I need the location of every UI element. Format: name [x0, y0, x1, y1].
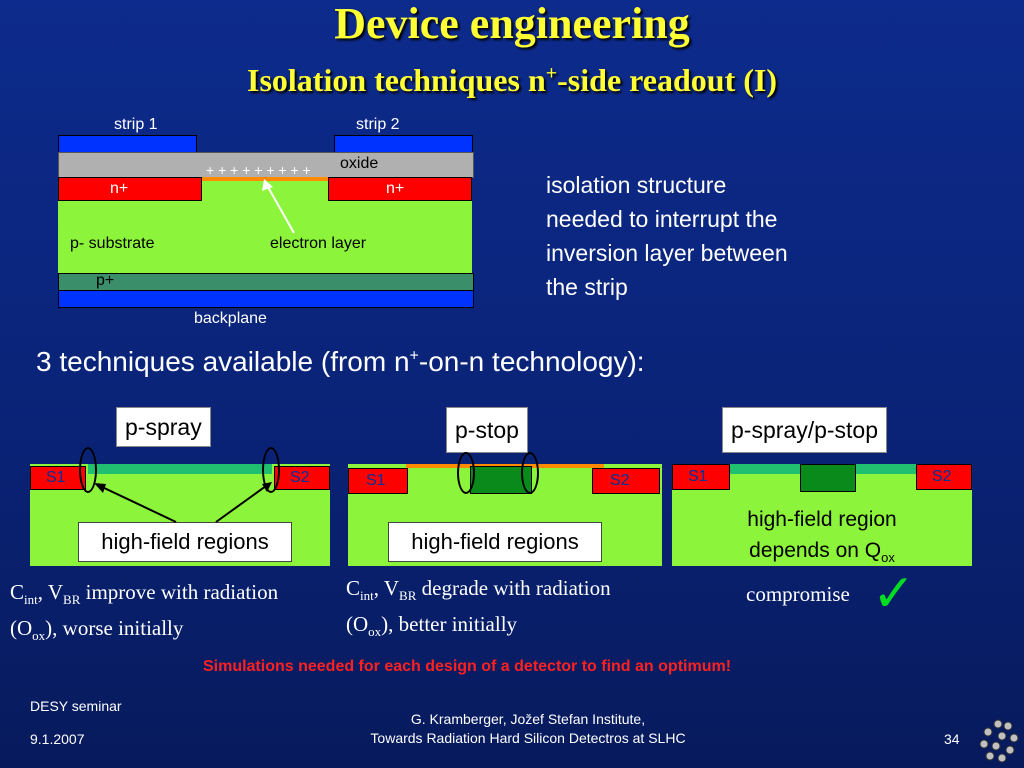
combo-s2-label: S2 [932, 468, 952, 485]
p-stop-high-field-box: high-field regions [388, 522, 602, 562]
isolation-note-line: the strip [546, 274, 628, 300]
n-plus-right-label: n+ [386, 180, 405, 197]
combo-spray-left [730, 464, 800, 474]
p-spray-p-stop-panel: S1 S2 high-field region depends on Qox [672, 464, 972, 566]
oxide-label: oxide [340, 155, 379, 172]
combo-s1 [672, 464, 730, 490]
electron-layer-strip [202, 177, 328, 181]
p-stop-s1-label: S1 [366, 472, 386, 489]
backplane-label: backplane [194, 310, 267, 327]
p-spray-note: Cint, VBR improve with radiation (Oox), … [10, 578, 278, 650]
subtitle-sup: + [545, 62, 558, 85]
p-spray-s1 [30, 466, 86, 490]
n-plus-left [58, 177, 202, 201]
page-number: 34 [944, 731, 960, 747]
techniques-heading: 3 techniques available (from n+-on-n tec… [36, 346, 645, 378]
p-spray-layer [88, 464, 272, 474]
p-spray-note-line1: Cint, VBR improve with radiation [10, 580, 279, 608]
isolation-note-line: isolation structure [546, 172, 727, 198]
checkmark-icon: ✓ [872, 564, 916, 624]
p-spray-note-line2: (Oox), worse initially [10, 616, 184, 644]
isolation-note-line: inversion layer between [546, 240, 788, 266]
subtitle-main: Isolation techniques n [247, 62, 546, 98]
combo-implant [800, 464, 856, 492]
techniques-heading-post: -on-n technology): [418, 346, 645, 377]
techniques-heading-pre: 3 techniques available (from n [36, 346, 410, 377]
p-stop-note: Cint, VBR degrade with radiation (Oox), … [346, 574, 611, 646]
p-stop-note-line1: Cint, VBR degrade with radiation [346, 576, 611, 604]
p-spray-p-stop-label: p-spray/p-stop [722, 407, 888, 453]
p-plus-label: p+ [96, 272, 115, 289]
p-stop-label: p-stop [446, 407, 528, 453]
p-stop-panel: S1 S2 high-field regions [348, 464, 662, 566]
p-spray-label: p-spray [116, 407, 211, 447]
p-stop-region-right [521, 452, 539, 494]
page-subtitle: Isolation techniques n+-side readout (I) [0, 62, 1024, 99]
electron-layer-arrow [262, 179, 295, 234]
footer-talk-line: Towards Radiation Hard Silicon Detectros… [370, 730, 686, 746]
p-stop-s1 [348, 468, 408, 494]
p-stop-s2-label: S2 [610, 472, 630, 489]
plus-signs: + + + + + + + + + [206, 162, 311, 178]
n-plus-left-label: n+ [110, 180, 129, 197]
combo-spray-right [856, 464, 916, 474]
footer-date: 9.1.2007 [30, 731, 85, 747]
oxide-layer [58, 152, 474, 178]
p-substrate-label: p- substrate [70, 235, 155, 252]
p-stop-note-line2: (Oox), better initially [346, 612, 518, 640]
compromise-note: compromise [746, 582, 850, 606]
device-cross-section: strip 1 strip 2 oxide n+ n+ + + + + + + … [56, 115, 476, 335]
combo-s1-label: S1 [688, 468, 708, 485]
isolation-note: isolation structure needed to interrupt … [546, 168, 788, 304]
p-stop-s2 [592, 468, 660, 494]
p-spray-region-right [262, 447, 280, 493]
footer-author-line: G. Kramberger, Jožef Stefan Institute, [410, 711, 646, 727]
footer-seminar: DESY seminar [30, 698, 122, 714]
combo-inner-text: high-field region depends on Qox [672, 504, 972, 573]
p-spray-s2-label: S2 [290, 469, 310, 486]
n-plus-right [328, 177, 472, 201]
institute-logo-icon [979, 719, 1019, 763]
p-spray-s1-label: S1 [46, 469, 66, 486]
techniques-heading-sup: + [409, 347, 419, 365]
backplane-layer [58, 290, 474, 308]
combo-inner-line2: depends on Qox [749, 539, 895, 566]
combo-s2 [916, 464, 972, 490]
p-spray-region-left [79, 447, 97, 493]
subtitle-rest: -side readout (I) [557, 62, 777, 98]
electron-layer-label: electron layer [270, 235, 367, 252]
page-title: Device engineering [334, 0, 690, 48]
footer-author: G. Kramberger, Jožef Stefan Institute, T… [300, 710, 756, 748]
strip1-label: strip 1 [114, 116, 158, 133]
combo-inner-line1: high-field region [747, 508, 897, 531]
p-stop-region-left [457, 452, 475, 494]
simulation-note: Simulations needed for each design of a … [202, 658, 732, 675]
p-spray-s2 [274, 466, 330, 490]
isolation-note-line: needed to interrupt the [546, 206, 778, 232]
strip2-label: strip 2 [356, 116, 400, 133]
p-spray-high-field-box: high-field regions [78, 522, 292, 562]
